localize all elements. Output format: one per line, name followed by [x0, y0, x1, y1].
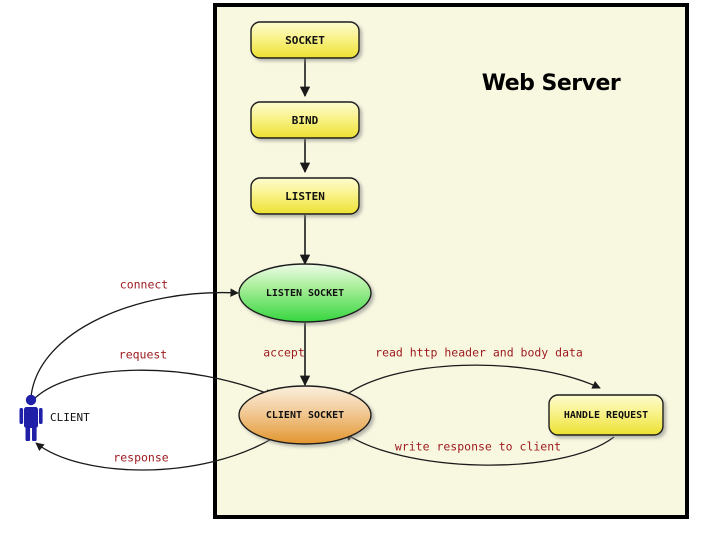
- node-bind[interactable]: BIND: [250, 101, 360, 139]
- person-icon: [19, 394, 43, 441]
- edge-label-request: request: [119, 348, 167, 362]
- edge-read-http: [340, 364, 601, 400]
- node-handle-request-label: HANDLE REQUEST: [564, 410, 648, 421]
- node-socket[interactable]: SOCKET: [250, 21, 360, 59]
- edge-label-write-response: write response to client: [395, 440, 561, 454]
- node-listen-socket[interactable]: LISTEN SOCKET: [238, 263, 372, 323]
- edge-connect: [30, 288, 239, 398]
- edge-label-accept: accept: [263, 346, 305, 360]
- node-client-socket[interactable]: CLIENT SOCKET: [238, 385, 372, 445]
- node-listen[interactable]: LISTEN: [250, 177, 360, 215]
- node-listen-label: LISTEN: [285, 190, 325, 203]
- client-actor[interactable]: CLIENT: [19, 394, 91, 441]
- edge-label-connect: connect: [120, 278, 168, 292]
- page-title: Web Server: [482, 71, 621, 96]
- node-handle-request[interactable]: HANDLE REQUEST: [548, 394, 664, 436]
- client-actor-label: CLIENT: [50, 411, 90, 424]
- node-socket-label: SOCKET: [285, 34, 325, 47]
- edge-label-response: response: [113, 451, 168, 465]
- edge-request: [32, 369, 274, 401]
- node-bind-label: BIND: [292, 114, 319, 127]
- node-listen-socket-label: LISTEN SOCKET: [266, 288, 344, 299]
- edge-response: [35, 436, 276, 471]
- edge-label-read-http: read http header and body data: [375, 346, 583, 360]
- edge-write-response: [344, 432, 615, 466]
- node-client-socket-label: CLIENT SOCKET: [266, 410, 344, 421]
